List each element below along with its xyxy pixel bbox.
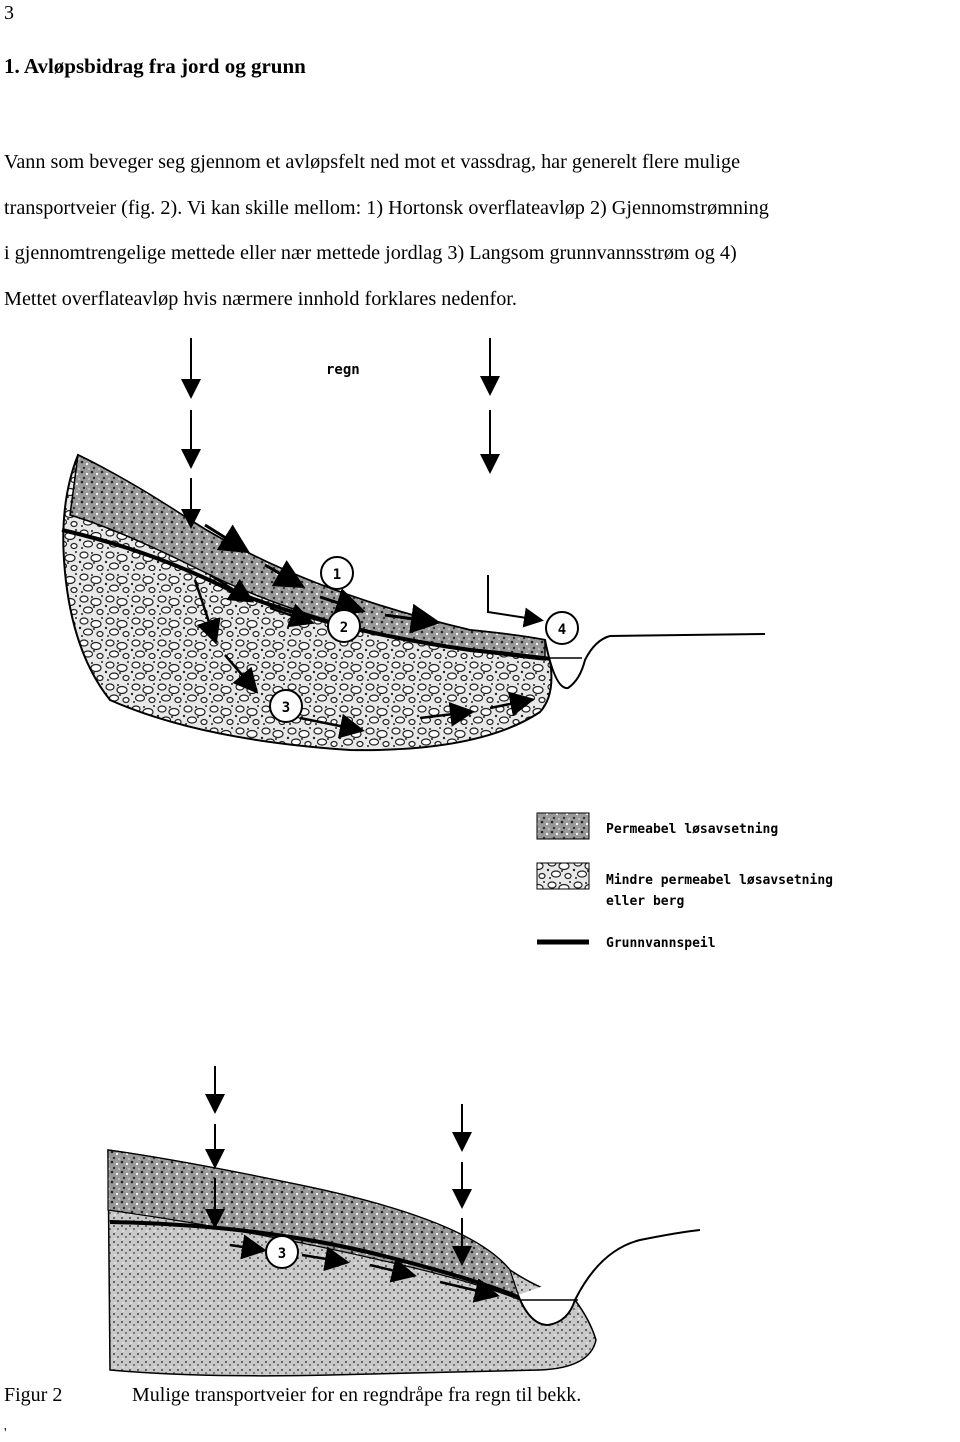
body-paragraph: Vann som beveger seg gjennom et avløpsfe… bbox=[4, 140, 960, 322]
svg-text:3: 3 bbox=[278, 1246, 286, 1262]
paragraph-line: Vann som beveger seg gjennom et avløpsfe… bbox=[4, 151, 741, 173]
legend-label-groundwater: Grunnvannspeil bbox=[606, 936, 716, 951]
paragraph-line: Mettet overflateavløp hvis nærmere innho… bbox=[4, 287, 517, 310]
section-heading: 1. Avløpsbidrag fra jord og grunn bbox=[4, 54, 306, 78]
legend-swatch-less-permeable bbox=[536, 862, 590, 890]
marker-3: 3 bbox=[269, 689, 303, 723]
marker-3-lower: 3 bbox=[265, 1235, 299, 1269]
figure-caption: Mulige transportveier for en regndråpe f… bbox=[132, 1384, 582, 1406]
upper-diagram: regn 1 2 3 4 bbox=[61, 338, 766, 752]
svg-text:1: 1 bbox=[333, 567, 341, 583]
legend-label-less-permeable-2: eller berg bbox=[606, 894, 684, 909]
figure-label: Figur 2 bbox=[4, 1384, 63, 1406]
figure-2-diagram: regn 1 2 3 4 bbox=[61, 338, 833, 1377]
legend: Permeabel løsavsetning Mindre permeabel … bbox=[536, 812, 833, 951]
paragraph-line: transportveier (fig. 2). Vi kan skille m… bbox=[4, 196, 769, 219]
rain-label: regn bbox=[326, 362, 360, 378]
legend-label-permeable: Permeabel løsavsetning bbox=[606, 822, 778, 837]
lower-diagram: 3 bbox=[107, 1066, 701, 1377]
page-number: 3 bbox=[4, 2, 14, 24]
legend-label-less-permeable: Mindre permeabel løsavsetning bbox=[606, 873, 833, 888]
stream-bed bbox=[544, 633, 766, 689]
stream-bed-lower bbox=[517, 1229, 701, 1327]
svg-text:3: 3 bbox=[282, 700, 290, 716]
marker-1: 1 bbox=[320, 556, 354, 590]
svg-text:2: 2 bbox=[340, 620, 348, 636]
svg-text:4: 4 bbox=[558, 622, 566, 638]
marker-4: 4 bbox=[545, 611, 579, 645]
footer-mark: ' bbox=[4, 1426, 7, 1441]
marker-2: 2 bbox=[327, 609, 361, 643]
legend-swatch-permeable bbox=[536, 812, 590, 840]
paragraph-line: i gjennomtrengelige mettede eller nær me… bbox=[4, 242, 737, 264]
